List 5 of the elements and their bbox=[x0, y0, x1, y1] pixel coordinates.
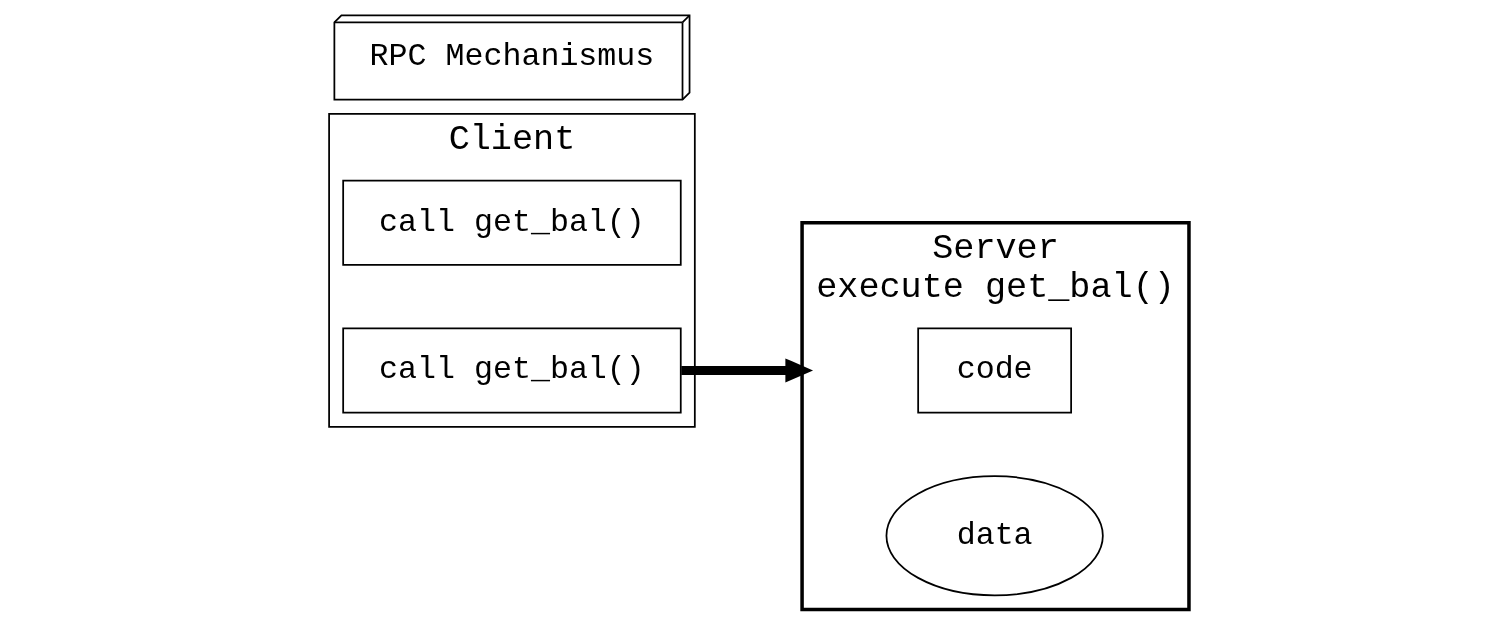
node-ellipse: data bbox=[885, 475, 1104, 597]
node-box: call get_bal() bbox=[341, 327, 682, 414]
node-box: code bbox=[916, 327, 1072, 414]
node-box: call get_bal() bbox=[341, 179, 682, 266]
arrow bbox=[680, 358, 813, 383]
